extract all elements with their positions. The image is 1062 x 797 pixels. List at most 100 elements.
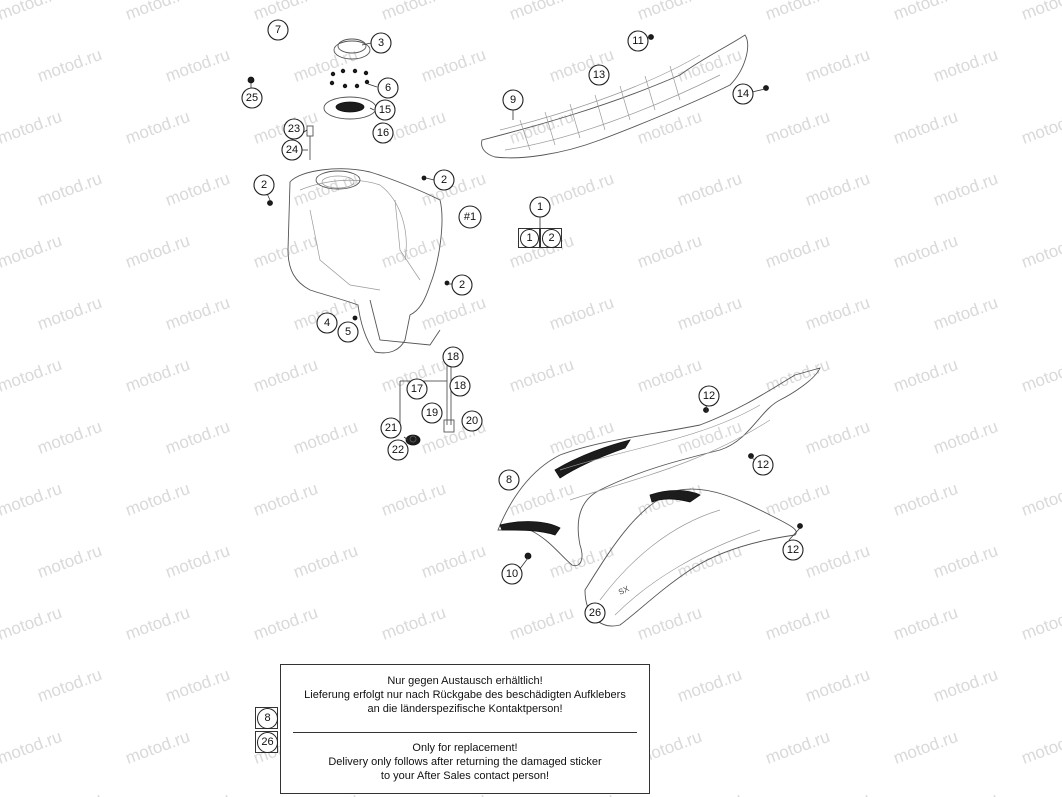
watermark-text: motod.ru: [803, 45, 873, 86]
callout-hash-1: #1: [458, 205, 482, 229]
watermark-text: motod.ru: [675, 665, 745, 706]
watermark-text: motod.ru: [0, 603, 64, 644]
callout-25: 25: [241, 87, 263, 109]
watermark-text: motod.ru: [1019, 727, 1062, 768]
watermark-text: motod.ru: [547, 169, 617, 210]
svg-text:12: 12: [757, 459, 769, 471]
watermark-text: motod.ru: [1019, 231, 1062, 272]
watermark-text: motod.ru: [163, 417, 233, 458]
callout-23: 23: [283, 118, 305, 140]
watermark-text: motod.ru: [123, 603, 193, 644]
notice-ref-26: 26: [257, 732, 278, 753]
watermark-text: motod.ru: [931, 293, 1001, 334]
watermark-text: motod.ru: [291, 417, 361, 458]
watermark-text: motod.ru: [635, 0, 705, 24]
callout-3: 3: [370, 32, 392, 54]
notice-de-line-2: Lieferung erfolgt nur nach Rückgabe des …: [304, 689, 626, 701]
notice-ref-box-26: 26: [255, 731, 278, 753]
callout-26: 26: [584, 602, 606, 624]
set-ref-2: 2: [542, 229, 561, 248]
watermark-text: motod.ru: [675, 541, 745, 582]
watermark-text: motod.ru: [123, 0, 193, 24]
watermark-text: motod.ru: [931, 417, 1001, 458]
watermark-text: motod.ru: [163, 789, 233, 797]
watermark-text: motod.ru: [891, 355, 961, 396]
svg-text:10: 10: [506, 568, 518, 580]
watermark-text: motod.ru: [891, 0, 961, 24]
svg-text:16: 16: [377, 127, 389, 139]
watermark-text: motod.ru: [419, 45, 489, 86]
watermark-text: motod.ru: [675, 169, 745, 210]
watermark-text: motod.ru: [35, 293, 105, 334]
notice-divider: [293, 732, 637, 733]
svg-text:25: 25: [246, 92, 258, 104]
callout-24: 24: [281, 139, 303, 161]
watermark-text: motod.ru: [163, 45, 233, 86]
watermark-text: motod.ru: [419, 293, 489, 334]
callout-2-top: 2: [433, 169, 455, 191]
watermark-text: motod.ru: [763, 107, 833, 148]
callout-1: 1: [529, 196, 551, 218]
callout-17: 17: [406, 378, 428, 400]
watermark-text: motod.ru: [931, 665, 1001, 706]
watermark-text: motod.ru: [803, 789, 873, 797]
notice-en-line-2: Delivery only follows after returning th…: [328, 756, 602, 768]
callout-15: 15: [374, 99, 396, 121]
notice-en-line-3: to your After Sales contact person!: [380, 770, 550, 782]
svg-text:2: 2: [261, 179, 267, 191]
watermark-text: motod.ru: [763, 231, 833, 272]
svg-text:9: 9: [510, 94, 516, 106]
watermark-text: motod.ru: [291, 45, 361, 86]
svg-text:19: 19: [426, 407, 438, 419]
svg-text:18: 18: [454, 380, 466, 392]
watermark-text: motod.ru: [251, 479, 321, 520]
svg-text:3: 3: [378, 37, 384, 49]
replacement-notice: Nur gegen Austausch erhältlich! Lieferun…: [280, 664, 650, 794]
watermark-text: motod.ru: [635, 603, 705, 644]
notice-en-line-1: Only for replacement!: [412, 742, 518, 754]
watermark-text: motod.ru: [379, 603, 449, 644]
callout-6: 6: [377, 77, 399, 99]
watermark-text: motod.ru: [931, 169, 1001, 210]
watermark-text: motod.ru: [163, 293, 233, 334]
notice-de-line-3: an die länderspezifische Kontaktperson!: [367, 703, 563, 715]
watermark-text: motod.ru: [803, 169, 873, 210]
callout-2-mid: 2: [451, 274, 473, 296]
svg-text:14: 14: [737, 88, 749, 100]
svg-text:SX: SX: [617, 584, 631, 597]
watermark-text: motod.ru: [507, 107, 577, 148]
watermark-text: motod.ru: [163, 665, 233, 706]
watermark-text: motod.ru: [763, 0, 833, 24]
watermark-text: motod.ru: [379, 231, 449, 272]
watermark-text: motod.ru: [675, 45, 745, 86]
watermark-text: motod.ru: [35, 169, 105, 210]
watermark-text: motod.ru: [547, 541, 617, 582]
watermark-text: motod.ru: [891, 727, 961, 768]
watermark-text: motod.ru: [1019, 0, 1062, 24]
watermark-text: motod.ru: [507, 603, 577, 644]
set-ref-box-2: 2: [540, 228, 562, 248]
watermark-text: motod.ru: [1019, 479, 1062, 520]
watermark-text: motod.ru: [1019, 603, 1062, 644]
callout-7: 7: [267, 19, 289, 41]
callout-9: 9: [502, 89, 524, 111]
svg-text:8: 8: [506, 474, 512, 486]
callout-8: 8: [498, 469, 520, 491]
watermark-text: motod.ru: [763, 603, 833, 644]
watermark-text: motod.ru: [0, 479, 64, 520]
svg-text:5: 5: [345, 326, 351, 338]
callout-19: 19: [421, 402, 443, 424]
callout-12-low: 12: [782, 539, 804, 561]
watermark-text: motod.ru: [507, 355, 577, 396]
watermark-text: motod.ru: [419, 169, 489, 210]
watermark-text: motod.ru: [35, 665, 105, 706]
watermark-text: motod.ru: [891, 107, 961, 148]
watermark-text: motod.ru: [251, 231, 321, 272]
side-panels-drawing: SX: [497, 367, 821, 627]
svg-text:1: 1: [537, 201, 543, 213]
watermark-text: motod.ru: [931, 541, 1001, 582]
watermark-text: motod.ru: [163, 169, 233, 210]
set-ref-box-1: 1: [518, 228, 540, 248]
callout-13: 13: [588, 64, 610, 86]
watermark-text: motod.ru: [763, 479, 833, 520]
